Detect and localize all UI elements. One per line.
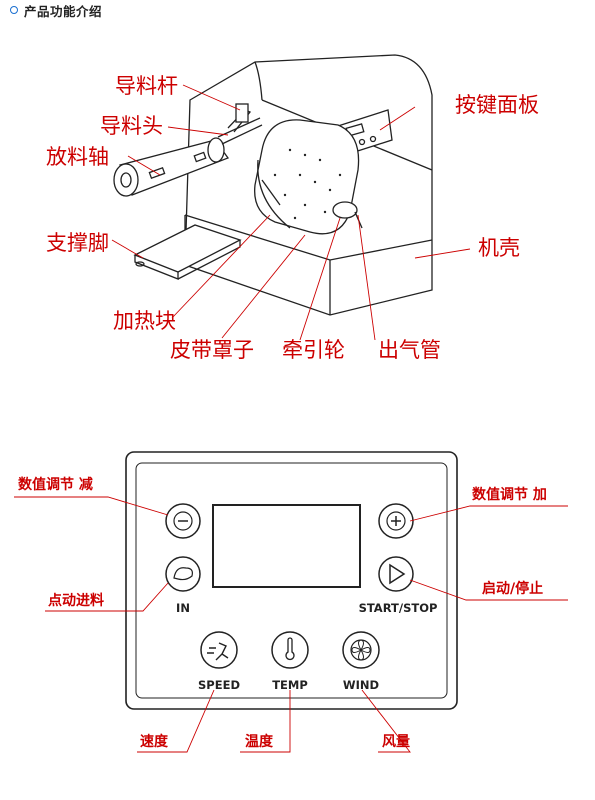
label-heating-block: 加热块: [113, 309, 176, 333]
callout-jog-feed: 点动进料: [48, 592, 104, 609]
panel-diagram: IN START/STOP SPEED TEMP WIND 数值调节 减 数值调…: [14, 451, 568, 753]
plus-icon: [391, 516, 401, 526]
machine-traction-wheel: [332, 201, 358, 219]
label-housing: 机壳: [478, 236, 520, 260]
start-stop-button[interactable]: [378, 556, 414, 592]
runner-icon: [207, 642, 229, 661]
speed-label: SPEED: [198, 678, 240, 692]
callout-value-plus: 数值调节 加: [472, 486, 547, 503]
label-traction-wheel: 牵引轮: [282, 338, 345, 362]
callout-value-minus: 数值调节 减: [18, 476, 93, 493]
minus-button[interactable]: [165, 503, 201, 539]
temp-button[interactable]: [271, 631, 309, 669]
hand-icon: [173, 567, 193, 581]
play-icon: [389, 563, 406, 585]
jog-feed-button[interactable]: [165, 556, 201, 592]
callout-wind: 风量: [382, 734, 410, 750]
machine-guide-rod: [217, 103, 263, 145]
machine-unwind-shaft: [113, 137, 230, 197]
display-screen: [212, 504, 361, 588]
thermometer-icon: [285, 637, 295, 661]
speed-button[interactable]: [200, 631, 238, 669]
start-stop-label: START/STOP: [359, 601, 438, 615]
label-guide-head: 导料头: [100, 114, 163, 138]
fan-icon: [351, 639, 371, 661]
label-support-foot: 支撑脚: [46, 231, 109, 255]
wind-button[interactable]: [342, 631, 380, 669]
callout-temperature: 温度: [245, 733, 274, 750]
machine-heating-block: [261, 179, 281, 206]
label-unwind-shaft: 放料轴: [46, 145, 109, 169]
label-air-outlet: 出气管: [378, 338, 441, 362]
bullet-icon: [10, 6, 18, 14]
label-belt-cover: 皮带罩子: [170, 338, 254, 362]
label-guide-rod: 导料杆: [115, 74, 178, 98]
in-label: IN: [176, 601, 190, 615]
plus-button[interactable]: [378, 503, 414, 539]
section-title: 产品功能介绍: [24, 3, 103, 19]
wind-label: WIND: [343, 678, 379, 692]
callout-start-stop: 启动/停止: [482, 580, 543, 597]
machine-diagram: 导料杆 导料头 放料轴 按键面板 机壳 支撑脚 加热块 皮带罩子 牵引轮 出气管: [46, 54, 539, 362]
temp-label: TEMP: [272, 678, 308, 692]
section-header: 产品功能介绍: [10, 0, 102, 20]
callout-speed: 速度: [140, 733, 169, 750]
label-button-panel: 按键面板: [455, 93, 539, 117]
